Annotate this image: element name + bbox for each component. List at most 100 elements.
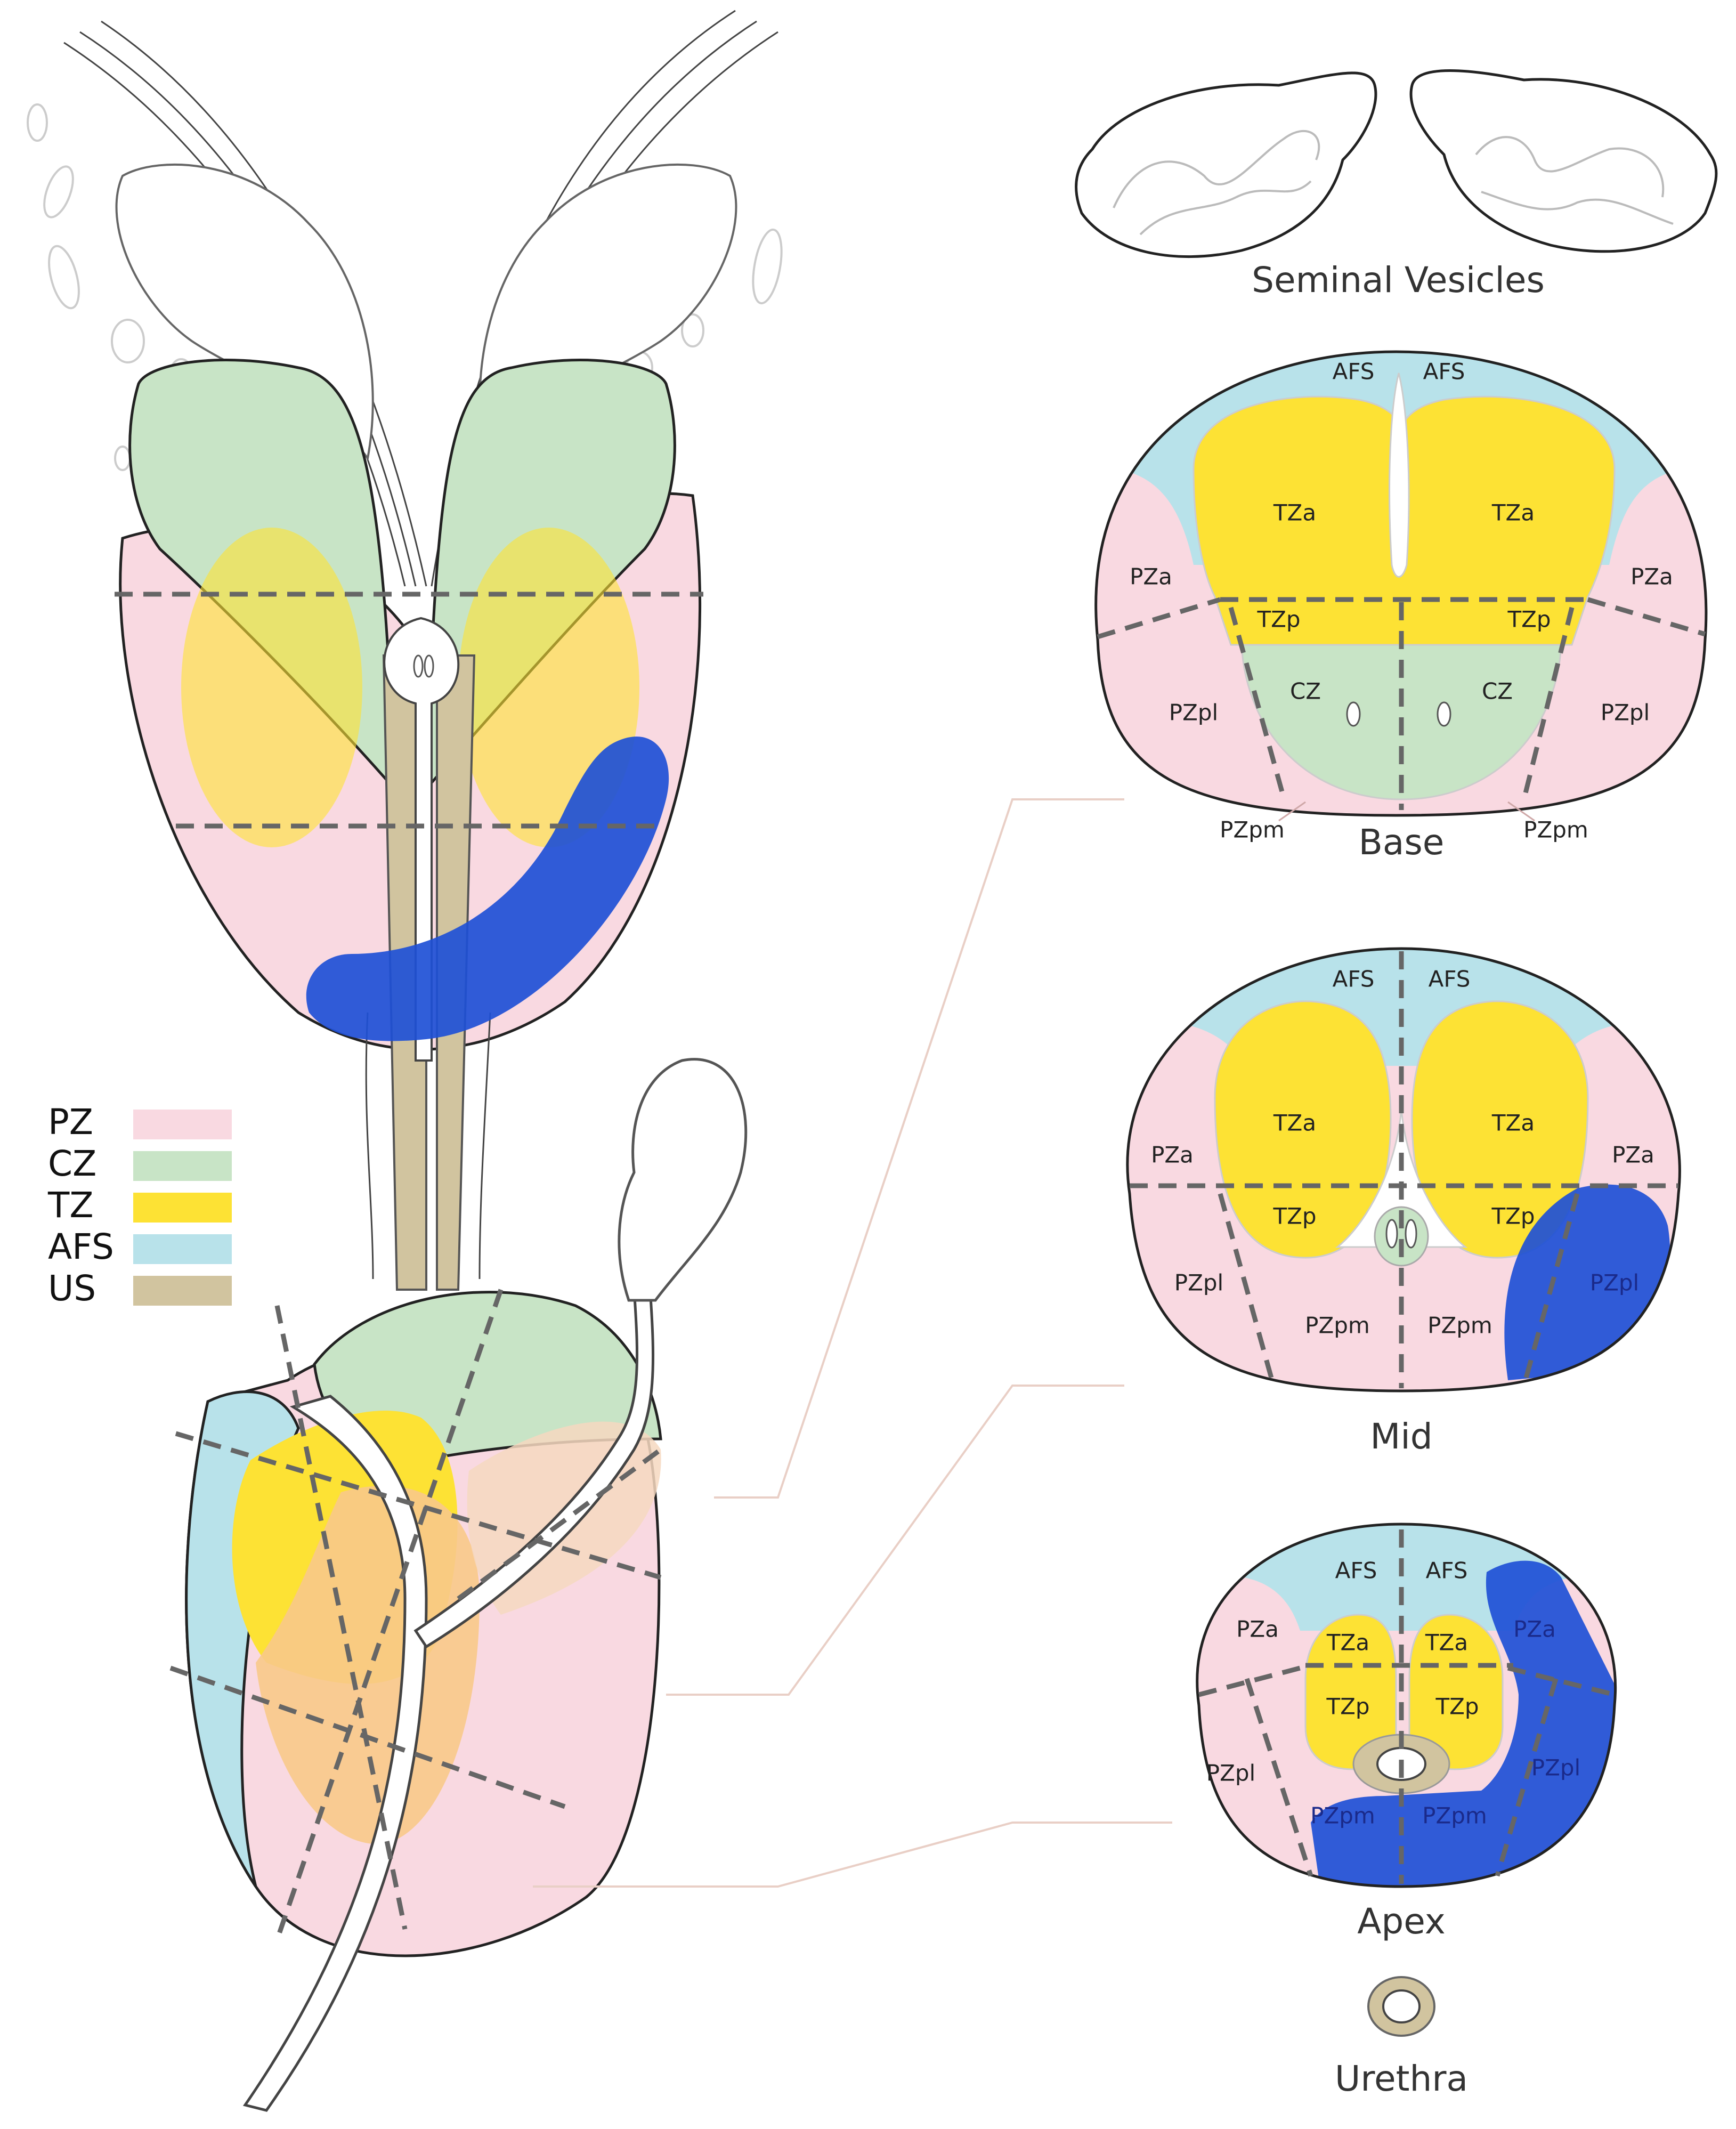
apex-label-tza-right: TZa	[1425, 1630, 1468, 1656]
apex-outline	[1196, 1523, 1617, 1888]
mid-label-afs-right: AFS	[1429, 966, 1471, 992]
urethra-panel: Urethra	[1335, 1976, 1468, 2099]
apex-label-pzpm-left: PZpm	[1310, 1803, 1375, 1829]
mid-label-tzp-right: TZp	[1491, 1203, 1535, 1229]
caption-urethra: Urethra	[1335, 2058, 1468, 2099]
apex-dash-pl-right	[1495, 1678, 1559, 1877]
apex-dash-pl-left	[1244, 1678, 1313, 1877]
base-label-afs-right: AFS	[1423, 359, 1465, 385]
apex-label-pzpm-right: PZpm	[1422, 1803, 1487, 1829]
apex-tz-right	[1408, 1614, 1504, 1770]
coronal-duct-right	[424, 654, 434, 678]
sagittal-urethra	[242, 1395, 428, 2112]
coronal-verumontanum	[383, 617, 460, 1062]
sagittal-seminal-vesicle	[618, 1058, 748, 1302]
mid-duct-right	[1405, 1219, 1417, 1249]
apex-label-tzp-left: TZp	[1326, 1694, 1369, 1720]
legend-label-pz: PZ	[48, 1102, 93, 1143]
legend-swatch-afs	[133, 1234, 232, 1264]
apex-label-afs-left: AFS	[1335, 1558, 1377, 1584]
apex-label-pza-left: PZa	[1236, 1616, 1279, 1642]
caption-seminal-vesicles: Seminal Vesicles	[1252, 260, 1545, 301]
seminal-vesicle-folds	[1113, 129, 1674, 236]
mid-label-tzp-left: TZp	[1272, 1203, 1316, 1229]
base-label-pzpl-right: PZpl	[1601, 700, 1650, 726]
legend-swatch-us	[133, 1276, 232, 1306]
mid-dash-pl-left	[1218, 1193, 1276, 1387]
base-duct-right	[1437, 701, 1451, 727]
apex-label-pzpl-right: PZpl	[1531, 1755, 1580, 1781]
legend-label-cz: CZ	[48, 1143, 96, 1184]
seminal-vesicle-left	[1075, 71, 1377, 258]
base-label-pza-right: PZa	[1630, 564, 1673, 590]
coronal-tz-left	[181, 528, 362, 847]
legend-swatch-tz	[133, 1193, 232, 1223]
base-label-pzpl-left: PZpl	[1169, 700, 1218, 726]
mid-label-afs-left: AFS	[1333, 966, 1375, 992]
mid-section: AFS AFS TZa TZa PZa PZa TZp TZp PZpl PZp…	[1126, 947, 1681, 1457]
mid-label-pzpl-right: PZpl	[1590, 1270, 1639, 1296]
base-section: AFS AFS TZa TZa PZa PZa TZp TZp CZ CZ PZ…	[1094, 350, 1708, 863]
sagittal-dash-5	[457, 1447, 662, 1601]
base-label-tzp-left: TZp	[1256, 606, 1300, 633]
apex-section: AFS AFS PZa PZa TZa TZa TZp TZp PZpl PZp…	[1196, 1523, 1617, 1942]
base-pzpm-pointer-left	[1278, 801, 1306, 822]
base-dash-left	[1097, 597, 1221, 639]
urethra-lumen-icon	[1382, 1989, 1421, 2023]
base-label-pzpm-left: PZpm	[1220, 817, 1285, 843]
sagittal-dash-1	[274, 1305, 408, 1930]
base-label-tzp-right: TZp	[1507, 606, 1551, 633]
level-connectors	[533, 798, 1172, 1888]
base-afs-cleft	[1389, 373, 1410, 578]
mid-label-tza-left: TZa	[1273, 1110, 1316, 1136]
base-label-pza-left: PZa	[1130, 564, 1172, 590]
base-dash-right	[1587, 597, 1706, 637]
base-label-tza-left: TZa	[1273, 500, 1316, 526]
caption-mid: Mid	[1370, 1416, 1432, 1457]
base-label-cz-left: CZ	[1290, 678, 1321, 705]
seminal-vesicles-panel: Seminal Vesicles	[1075, 69, 1718, 301]
base-outline	[1094, 350, 1708, 817]
base-label-cz-right: CZ	[1482, 678, 1513, 705]
apex-label-tza-left: TZa	[1326, 1630, 1369, 1656]
mid-label-pzpm-left: PZpm	[1305, 1313, 1370, 1339]
base-label-tza-right: TZa	[1491, 500, 1535, 526]
mid-label-pzpm-right: PZpm	[1427, 1313, 1492, 1339]
apex-dash-left	[1198, 1665, 1301, 1697]
legend-swatch-pz	[133, 1110, 232, 1139]
mid-tz-left	[1214, 1000, 1392, 1259]
legend-label-us: US	[48, 1268, 96, 1309]
seminal-vesicle-right	[1409, 69, 1718, 253]
mid-outline	[1126, 947, 1681, 1393]
sagittal-dash-4	[169, 1665, 566, 1809]
apex-dash-right	[1507, 1665, 1616, 1697]
mid-label-tza-right: TZa	[1491, 1110, 1535, 1136]
caption-base: Base	[1359, 822, 1445, 863]
base-dash-pl-right	[1521, 606, 1575, 800]
base-dash-pl-left	[1228, 606, 1287, 800]
legend-label-tz: TZ	[47, 1185, 94, 1226]
legend-swatch-cz	[133, 1151, 232, 1181]
sagittal-view	[169, 1058, 748, 2112]
apex-label-tzp-right: TZp	[1435, 1694, 1479, 1720]
sagittal-afs	[185, 1390, 300, 1888]
mid-label-pza-right: PZa	[1612, 1142, 1654, 1168]
legend-label-afs: AFS	[48, 1226, 114, 1267]
mid-label-pza-left: PZa	[1151, 1142, 1194, 1168]
mid-verumontanum	[1374, 1206, 1429, 1267]
base-label-pzpm-right: PZpm	[1523, 817, 1588, 843]
mid-dash-pl-right	[1521, 1193, 1580, 1387]
mid-duct-left	[1385, 1219, 1398, 1249]
caption-apex: Apex	[1357, 1901, 1446, 1942]
apex-label-pzpl-left: PZpl	[1206, 1760, 1255, 1786]
base-label-afs-left: AFS	[1333, 359, 1375, 385]
base-duct-left	[1346, 701, 1361, 727]
coronal-duct-left	[413, 654, 424, 678]
coronal-view	[27, 10, 783, 1291]
apex-label-pza-right: PZa	[1513, 1616, 1556, 1642]
apex-tz-left	[1304, 1614, 1397, 1770]
mid-label-pzpl-left: PZpl	[1174, 1270, 1223, 1296]
